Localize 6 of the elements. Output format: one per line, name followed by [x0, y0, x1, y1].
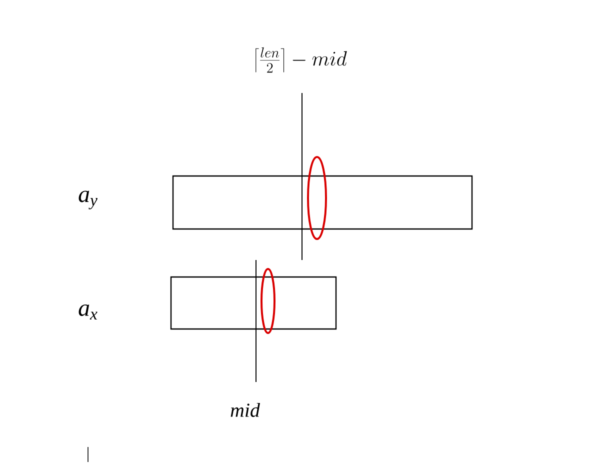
position-label: mid: [230, 402, 260, 417]
formula-label: $\left\lceil \frac{len}{2} \right\rceil - mid$: [256, 47, 347, 73]
array-label: a$_{x}$: [78, 304, 98, 320]
array-label: a$_{y}$: [78, 190, 98, 210]
bar-box: [170, 276, 337, 330]
bar-box: [172, 175, 473, 230]
